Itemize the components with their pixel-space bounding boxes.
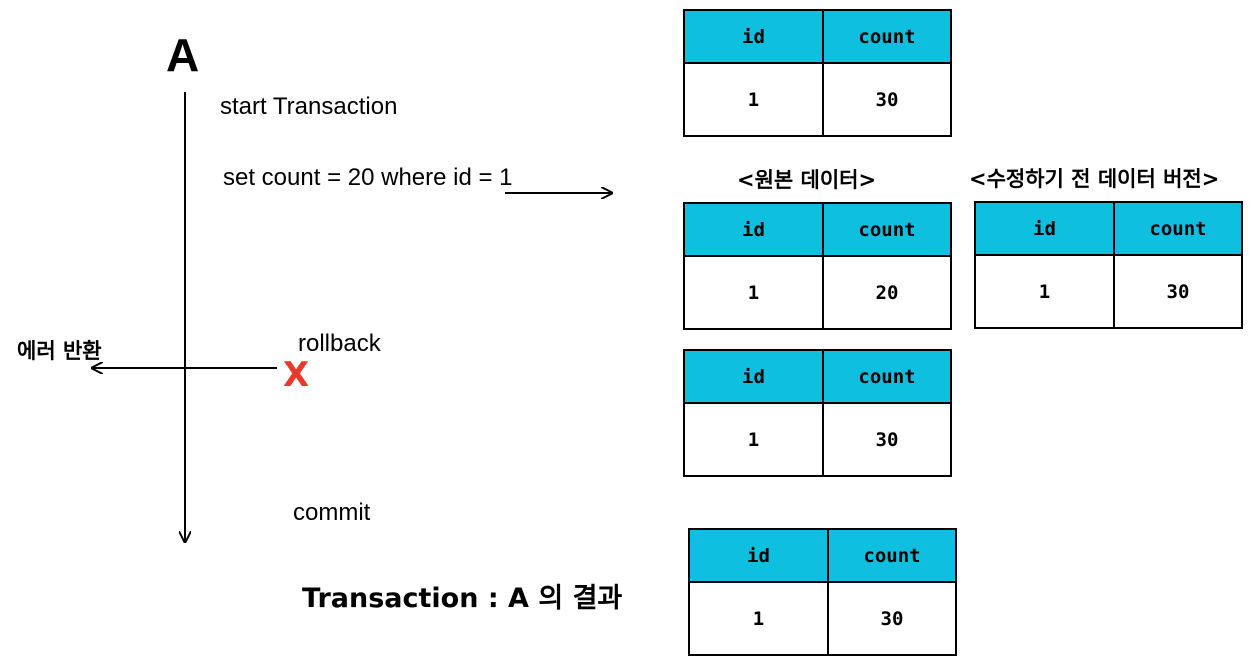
rollback-label: rollback (298, 330, 381, 357)
table-header-row: id count (683, 9, 952, 64)
header-count: count (822, 349, 952, 404)
cell-count: 20 (822, 255, 952, 330)
header-id: id (688, 528, 829, 583)
table-result: id count 1 30 (688, 528, 957, 656)
commit-label: commit (293, 499, 371, 526)
header-id: id (683, 9, 824, 64)
pre-edit-version-caption: <수정하기 전 데이터 버전> (969, 167, 1220, 191)
table-header-row: id count (683, 202, 952, 257)
transaction-title: A (166, 29, 200, 81)
header-count: count (827, 528, 957, 583)
error-return-label: 에러 반환 (17, 339, 102, 363)
start-transaction-label: start Transaction (220, 93, 398, 120)
header-count: count (822, 202, 952, 257)
cell-id: 1 (974, 254, 1115, 329)
cell-count: 30 (827, 581, 957, 656)
cell-id: 1 (688, 581, 829, 656)
result-caption: Transaction : A 의 결과 (302, 583, 623, 614)
table-row: 1 30 (688, 581, 957, 656)
table-header-row: id count (683, 349, 952, 404)
table-row: 1 30 (683, 402, 952, 477)
table-top: id count 1 30 (683, 9, 952, 137)
table-header-row: id count (688, 528, 957, 583)
table-updated: id count 1 20 (683, 202, 952, 330)
cell-count: 30 (822, 402, 952, 477)
table-row: 1 20 (683, 255, 952, 330)
header-count: count (822, 9, 952, 64)
table-row: 1 30 (683, 62, 952, 137)
header-count: count (1113, 201, 1243, 256)
error-x-icon: X (283, 355, 310, 395)
update-statement-label: set count = 20 where id = 1 (223, 164, 513, 191)
original-data-caption: <원본 데이터> (737, 168, 877, 192)
cell-id: 1 (683, 255, 824, 330)
cell-count: 30 (1113, 254, 1243, 329)
table-header-row: id count (974, 201, 1243, 256)
header-id: id (683, 202, 824, 257)
cell-count: 30 (822, 62, 952, 137)
header-id: id (683, 349, 824, 404)
table-rolled-back: id count 1 30 (683, 349, 952, 477)
table-row: 1 30 (974, 254, 1243, 329)
cell-id: 1 (683, 62, 824, 137)
header-id: id (974, 201, 1115, 256)
cell-id: 1 (683, 402, 824, 477)
table-pre-edit: id count 1 30 (974, 201, 1243, 329)
